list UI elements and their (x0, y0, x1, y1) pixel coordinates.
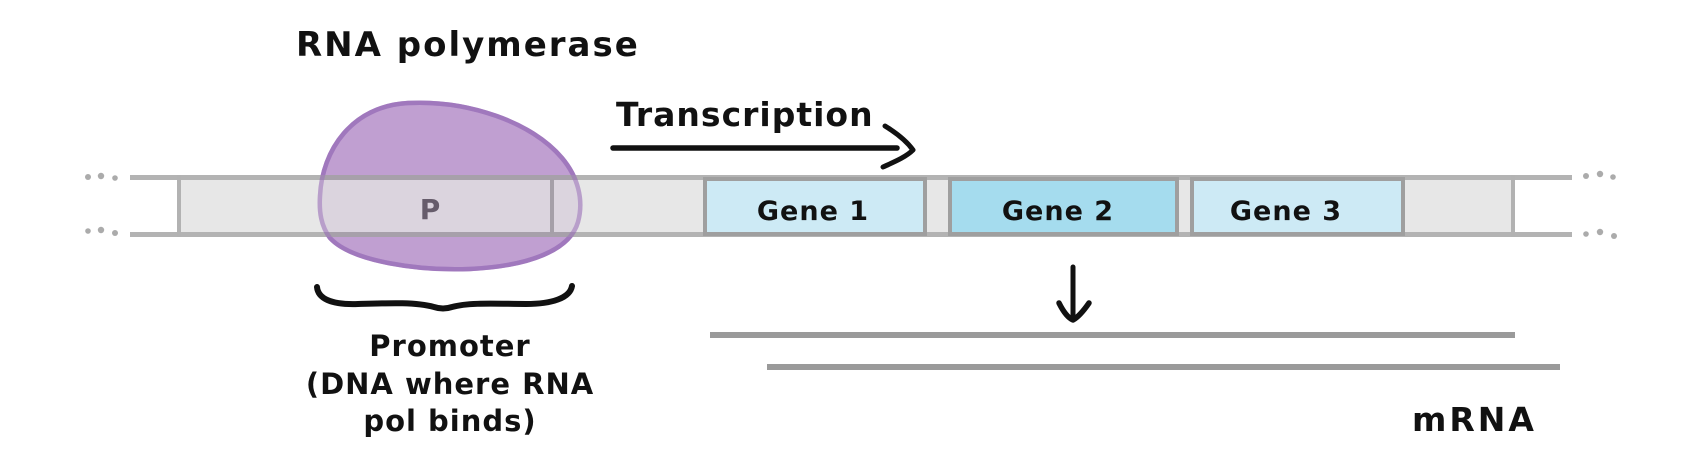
mrna-production-arrow (1056, 264, 1092, 323)
rna-polymerase-label: RNA polymerase (296, 25, 640, 65)
promoter-brace (314, 283, 575, 312)
promoter-letter: P (420, 193, 441, 226)
mrna-strands (710, 332, 1560, 370)
mrna-label: mRNA (1412, 400, 1537, 439)
promoter-right-border (550, 179, 554, 234)
promoter-caption-line1: Promoter (369, 329, 530, 363)
rna-polymerase-blob-outline (317, 100, 583, 272)
dna-left-border (177, 175, 181, 237)
transcription-arrow (610, 123, 916, 170)
transcription-label: Transcription (616, 95, 874, 134)
gene-label-2: Gene 2 (1002, 196, 1114, 227)
dna-continues-left-dots (85, 172, 118, 236)
gene-label-1: Gene 1 (757, 196, 869, 227)
promoter-caption-line3: pol binds) (363, 404, 536, 438)
gene-box-2 (948, 177, 1179, 236)
gene-box-3 (1190, 177, 1405, 236)
dna-right-border (1511, 175, 1515, 237)
gene-boxes (703, 177, 1405, 236)
dna-continues-right-dots (1583, 170, 1617, 239)
promoter-caption-line2: (DNA where RNA (306, 367, 594, 401)
mrna-arrow-head (1056, 300, 1092, 323)
gene-label-3: Gene 3 (1230, 196, 1342, 227)
gene-box-1 (703, 177, 927, 236)
transcription-arrow-head (880, 123, 916, 170)
